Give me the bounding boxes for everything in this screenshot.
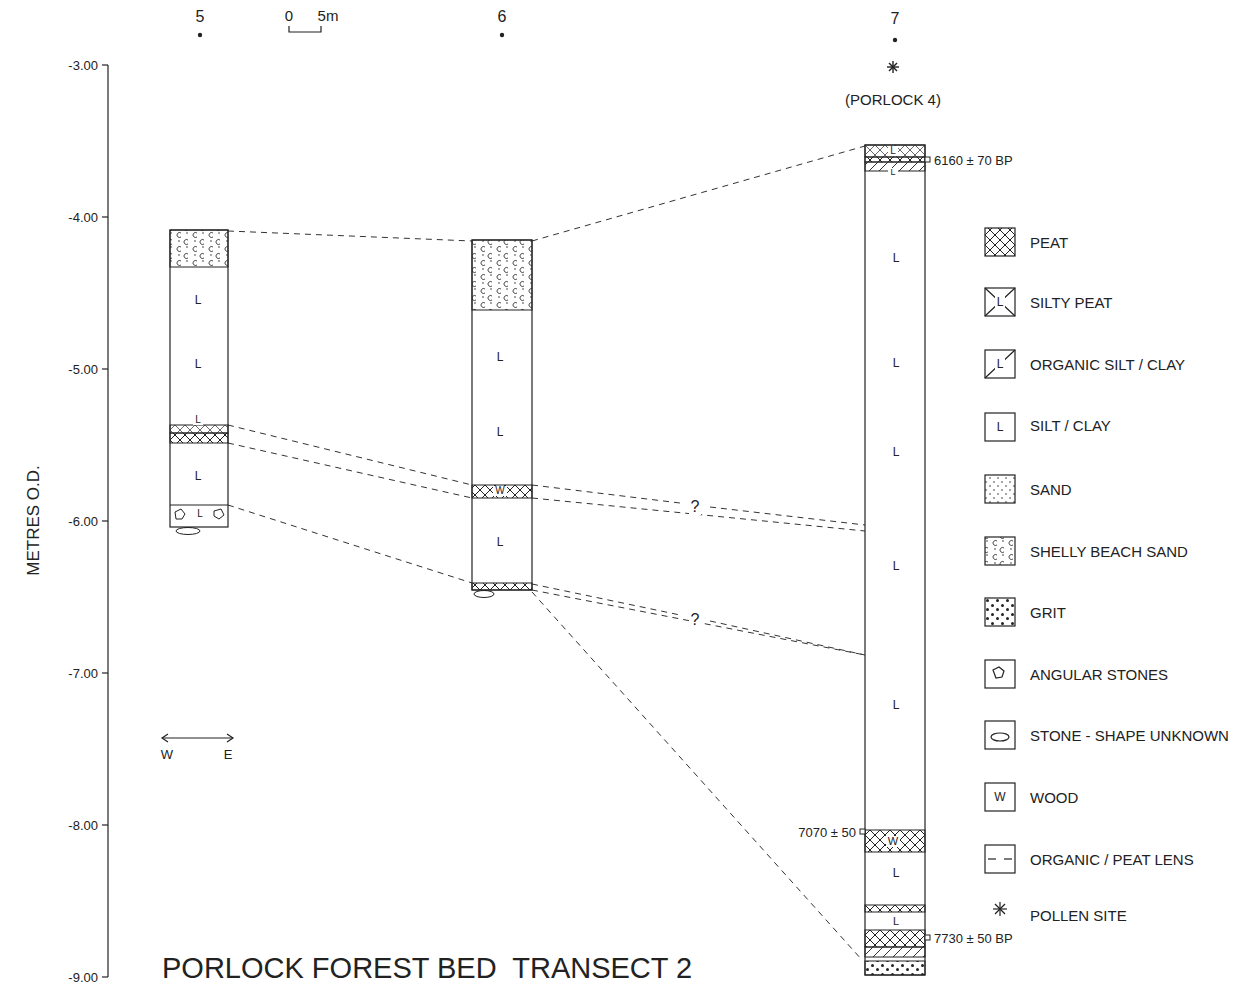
scale-label: 5m <box>318 8 339 23</box>
legend-text: PEAT <box>1030 235 1068 250</box>
legend-text: SHELLY BEACH SAND <box>1030 544 1188 559</box>
direction-label: W <box>161 748 173 761</box>
axis-tick: -9.00 <box>68 971 98 984</box>
lithology-letter: L <box>193 415 203 425</box>
site-number: 6 <box>498 9 507 25</box>
radiocarbon-date: 7070 ± 50 <box>798 826 856 839</box>
legend-letter: L <box>997 421 1004 433</box>
scale-label: 0 <box>285 8 293 23</box>
axis-tick: -7.00 <box>68 667 98 680</box>
lithology-letter: L <box>497 351 504 363</box>
legend-letter: W <box>994 791 1005 803</box>
legend-text: POLLEN SITE <box>1030 908 1127 923</box>
lithology-letter: L <box>195 470 202 482</box>
axis-title: METRES O.D. <box>25 465 42 576</box>
legend-text: SAND <box>1030 482 1072 497</box>
lithology-letter: L <box>195 509 205 519</box>
lithology-letter: L <box>893 916 899 927</box>
lithology-letter: L <box>893 867 900 879</box>
lithology-letter: L <box>893 446 900 458</box>
core-name: (PORLOCK 4) <box>845 92 941 107</box>
lithology-letter: L <box>195 294 202 306</box>
axis-tick: -3.00 <box>68 59 98 72</box>
legend-text: WOOD <box>1030 790 1078 805</box>
legend-letter: L <box>995 358 1006 370</box>
direction-label: E <box>224 748 233 761</box>
axis-tick: -4.00 <box>68 211 98 224</box>
lithology-letter: L <box>195 358 202 370</box>
site-number: 5 <box>196 9 205 25</box>
legend-text: SILT / CLAY <box>1030 418 1111 433</box>
lithology-letter: L <box>893 252 900 264</box>
lithology-letter: L <box>888 146 898 156</box>
legend-text: GRIT <box>1030 605 1066 620</box>
lithology-letter: L <box>888 168 897 177</box>
lithology-letter: W <box>493 486 506 496</box>
lithology-letter: W <box>886 836 900 847</box>
axis-tick: -6.00 <box>68 515 98 528</box>
lithology-letter: L <box>893 699 900 711</box>
legend-text: SILTY PEAT <box>1030 295 1113 310</box>
legend-text: STONE - SHAPE UNKNOWN <box>1030 728 1229 743</box>
uncertain-mark: ? <box>689 612 702 628</box>
axis-tick: -8.00 <box>68 819 98 832</box>
lithology-letter: L <box>893 560 900 572</box>
uncertain-mark: ? <box>689 499 702 515</box>
legend-letter: L <box>995 296 1006 308</box>
lithology-letter: L <box>497 536 504 548</box>
lithology-letter: L <box>893 357 900 369</box>
axis-tick: -5.00 <box>68 363 98 376</box>
legend-text: ANGULAR STONES <box>1030 667 1168 682</box>
site-number: 7 <box>891 11 900 27</box>
lithology-letter: L <box>497 426 504 438</box>
legend-text: ORGANIC / PEAT LENS <box>1030 852 1194 867</box>
radiocarbon-date: 6160 ± 70 BP <box>934 154 1013 167</box>
legend-text: ORGANIC SILT / CLAY <box>1030 357 1185 372</box>
radiocarbon-date: 7730 ± 50 BP <box>934 932 1013 945</box>
diagram-title: PORLOCK FOREST BED TRANSECT 2 <box>162 954 692 983</box>
